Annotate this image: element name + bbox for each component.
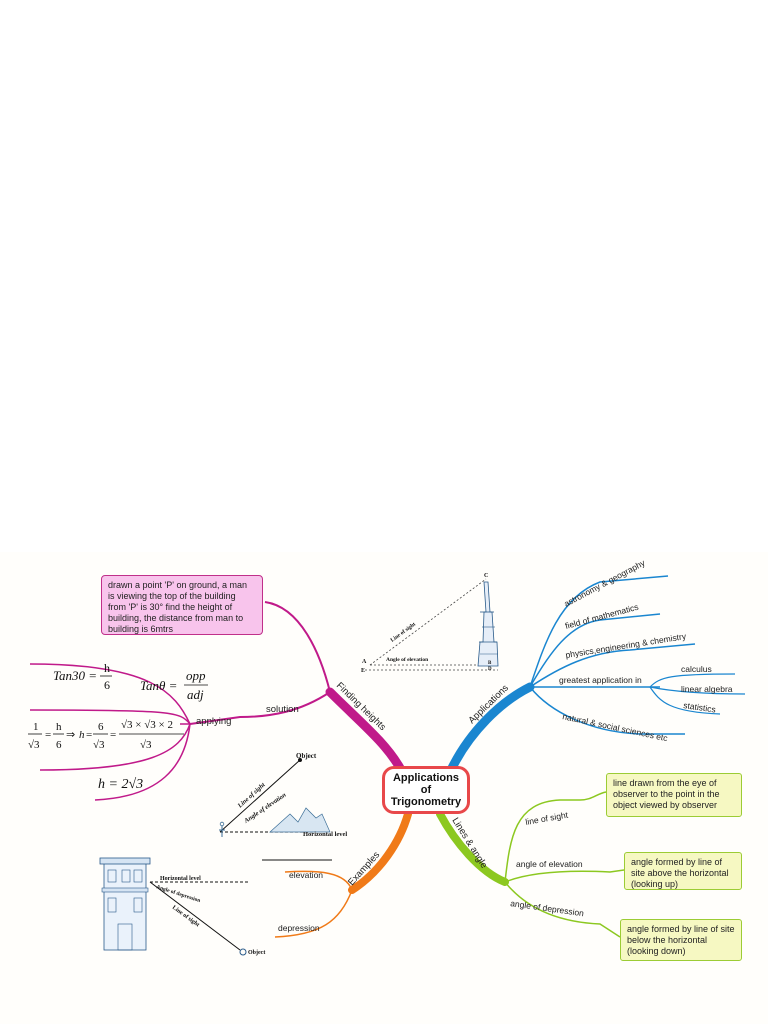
formula-tantheta: Tanθ = opp adj xyxy=(140,668,208,702)
tower-figure: C A E B D Line of sight Angle of elevati… xyxy=(361,573,499,674)
connector-solution xyxy=(189,691,331,725)
svg-text:Angle of elevation: Angle of elevation xyxy=(386,657,428,663)
app-sub-linear-algebra: linear algebra xyxy=(681,684,733,694)
problem-box: drawn a point 'P' on ground, a man is vi… xyxy=(101,575,263,635)
svg-text:=: = xyxy=(110,729,116,741)
connector-line-of-sight xyxy=(504,791,607,883)
svg-text:6: 6 xyxy=(56,739,62,751)
formula-result: h = 2√3 xyxy=(98,777,143,792)
app-sub-calculus: calculus xyxy=(681,664,712,674)
connector-angle-depression xyxy=(504,881,621,938)
applying-label: applying xyxy=(196,716,231,727)
center-node: Applications of Trigonometry xyxy=(382,766,470,814)
formula-tan30: Tan30 = h 6 xyxy=(53,661,112,692)
app-item-field-math: field of mathematics xyxy=(564,602,640,631)
connector-formula-3 xyxy=(39,723,191,771)
connector-formula-4 xyxy=(94,723,191,801)
angle-depression-label: angle of depression xyxy=(510,898,585,918)
svg-text:E: E xyxy=(361,668,365,674)
svg-text:Horizontal level: Horizontal level xyxy=(160,876,201,882)
angle-elevation-definition: angle formed by line of site above the h… xyxy=(624,852,742,890)
branch-applications xyxy=(447,682,535,773)
svg-text:Horizontal level: Horizontal level xyxy=(303,831,347,838)
mountain-figure: Object Line of sight Angle of elevation … xyxy=(219,752,347,861)
angle-elevation-label: angle of elevation xyxy=(516,859,583,869)
svg-text:√3: √3 xyxy=(28,739,40,751)
line-of-sight-label: line of sight xyxy=(525,810,570,827)
svg-text:=: = xyxy=(86,729,92,741)
angle-depression-definition: angle formed by line of site below the h… xyxy=(620,919,742,961)
connector-app-5 xyxy=(529,686,685,735)
svg-text:1: 1 xyxy=(33,721,39,733)
svg-text:⇒: ⇒ xyxy=(66,729,75,741)
app-item-astronomy: astronomy & geography xyxy=(562,557,647,609)
svg-text:√3 × √3 × 2: √3 × √3 × 2 xyxy=(121,719,173,731)
line-of-sight-definition: line drawn from the eye of observer to t… xyxy=(606,773,742,817)
svg-text:Object: Object xyxy=(248,950,265,956)
center-title-line1: Applications xyxy=(392,772,459,784)
branch-examples xyxy=(348,810,412,894)
app-item-physics: physics,engineering & chemistry xyxy=(565,631,688,660)
svg-text:Tan30 =: Tan30 = xyxy=(53,668,97,683)
app-sub-statistics: statistics xyxy=(683,700,717,714)
app-item-greatest: greatest application in xyxy=(559,675,642,685)
connector-formula-1 xyxy=(29,663,191,725)
mind-map-canvas: Finding heights Applications Examples Li… xyxy=(0,552,768,1024)
svg-text:D: D xyxy=(488,667,492,672)
elevation-label: elevation xyxy=(289,870,323,880)
svg-text:√3: √3 xyxy=(93,739,105,751)
branch-lines-angle xyxy=(436,810,509,886)
svg-text:√3: √3 xyxy=(140,739,152,751)
svg-text:Tanθ =: Tanθ = xyxy=(140,678,177,693)
app-item-natural: natural & social sciences etc xyxy=(562,711,670,743)
svg-text:Object: Object xyxy=(296,752,317,760)
svg-text:adj: adj xyxy=(187,687,204,702)
svg-text:h: h xyxy=(104,661,110,675)
mind-map-svg: Finding heights Applications Examples Li… xyxy=(28,557,746,956)
svg-text:6: 6 xyxy=(98,721,104,733)
center-title-line3: Trigonometry xyxy=(390,796,462,808)
building-figure: Horizontal level Angle of depression Lin… xyxy=(99,857,265,956)
depression-label: depression xyxy=(278,923,320,933)
connector-problem xyxy=(264,601,331,693)
svg-text:A: A xyxy=(362,659,367,665)
center-title-line2: of xyxy=(420,784,432,796)
connector-depression xyxy=(274,889,353,938)
formula-derivation: 1 √3 = h 6 ⇒ h = 6 √3 = √3 × √3 × 2 √3 xyxy=(28,719,184,751)
svg-text:6: 6 xyxy=(104,678,110,692)
connector-app-1 xyxy=(529,575,669,688)
connector-sub-stats xyxy=(649,686,721,715)
svg-text:Angle of depression: Angle of depression xyxy=(155,884,201,904)
connector-elevation xyxy=(284,870,353,891)
solution-label: solution xyxy=(266,704,299,715)
svg-text:C: C xyxy=(484,573,488,579)
svg-text:=: = xyxy=(45,729,51,741)
svg-text:h: h xyxy=(56,721,62,733)
connector-sub-linear xyxy=(649,686,746,695)
connector-angle-elevation xyxy=(504,869,625,883)
svg-text:opp: opp xyxy=(186,668,206,683)
connector-app-3 xyxy=(529,643,696,688)
connector-formula-2 xyxy=(29,709,191,725)
svg-text:B: B xyxy=(488,661,492,666)
branch-finding-heights xyxy=(325,687,405,773)
connector-sub-calculus xyxy=(649,673,736,688)
svg-text:h: h xyxy=(79,729,85,741)
connector-app-2 xyxy=(529,613,661,688)
